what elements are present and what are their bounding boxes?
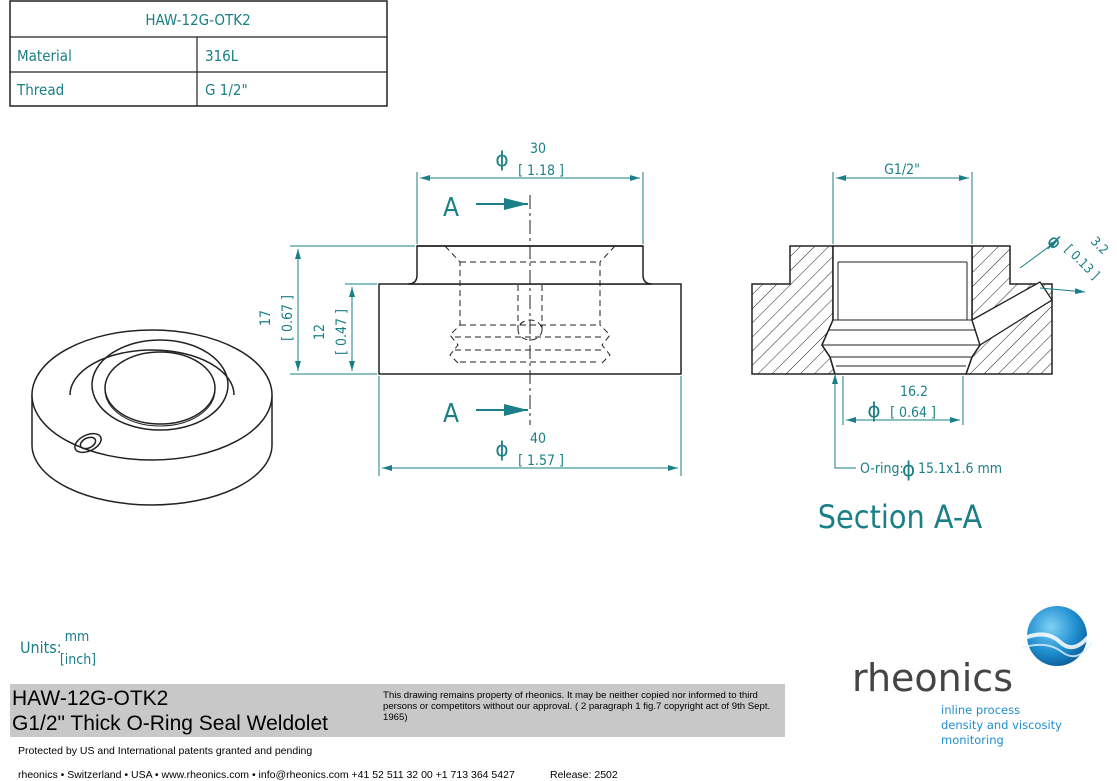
- dim-bottom-diameter-mm: 40: [530, 431, 546, 447]
- diameter-symbol-oring: ϕ: [902, 457, 915, 481]
- front-view: ϕ 30 [ 1.18 ] A A ϕ 40 [ 1.57 ] 17 [ 0.6…: [258, 141, 682, 476]
- diameter-symbol: ϕ: [495, 147, 508, 171]
- logo-tagline-3: monitoring: [941, 733, 1004, 747]
- units-legend: Units: mm [inch]: [20, 629, 96, 668]
- patents-text: Protected by US and International patent…: [18, 745, 312, 757]
- logo-tagline-2: density and viscosity: [941, 718, 1062, 732]
- diameter-symbol-inner: ϕ: [867, 398, 880, 422]
- dim-inner-diameter-in: [ 0.64 ]: [890, 405, 936, 421]
- diameter-symbol-bottom: ϕ: [495, 437, 508, 461]
- spec-table: HAW-12G-OTK2 Material 316L Thread G 1/2": [9, 0, 388, 107]
- spec-label-material: Material: [17, 47, 72, 65]
- section-marker-top: A: [443, 193, 459, 223]
- spec-table-title: HAW-12G-OTK2: [145, 11, 250, 29]
- units-primary: mm: [65, 629, 90, 645]
- spec-label-thread: Thread: [16, 81, 64, 99]
- spec-value-material: 316L: [205, 47, 239, 65]
- section-view: G1/2" ϕ 3.2 [ 0.13 ] 16.2 ϕ [ 0.64 ] O-r…: [751, 162, 1111, 536]
- dim-height-base-in: [ 0.47 ]: [334, 309, 350, 355]
- dim-height-base-mm: 12: [312, 324, 328, 340]
- dim-inner-diameter-mm: 16.2: [900, 384, 928, 400]
- dim-height-total-in: [ 0.67 ]: [280, 295, 296, 341]
- title-description: G1/2" Thick O-Ring Seal Weldolet: [12, 712, 328, 735]
- spec-value-thread: G 1/2": [205, 81, 248, 99]
- isometric-view: [31, 329, 273, 506]
- dim-top-diameter-mm: 30: [530, 141, 546, 157]
- dim-height-total-mm: 17: [258, 310, 274, 326]
- title-part-number: HAW-12G-OTK2: [12, 687, 168, 710]
- dim-top-diameter-in: [ 1.18 ]: [518, 163, 564, 179]
- globe-icon: [1027, 606, 1087, 666]
- units-label: Units:: [20, 638, 62, 657]
- oring-size: 15.1x1.6 mm: [918, 461, 1002, 477]
- units-secondary: [inch]: [60, 652, 96, 668]
- contact-text: rheonics • Switzerland • USA • www.rheon…: [18, 769, 515, 781]
- release-text: Release: 2502: [550, 769, 618, 781]
- section-marker-bottom: A: [443, 399, 459, 429]
- dim-bottom-diameter-in: [ 1.57 ]: [518, 453, 564, 469]
- dim-hole-diameter-mm: 3.2: [1087, 234, 1111, 258]
- dim-thread-label: G1/2": [884, 162, 920, 178]
- title-notice: This drawing remains property of rheonic…: [383, 690, 771, 723]
- logo-tagline-1: inline process: [941, 703, 1020, 717]
- logo-brand: rheonics: [852, 656, 1013, 700]
- section-title: Section A-A: [818, 498, 983, 536]
- oring-prefix: O-ring:: [860, 461, 904, 477]
- rheonics-logo: rheonics inline process density and visc…: [852, 606, 1094, 747]
- title-block: HAW-12G-OTK2 G1/2" Thick O-Ring Seal Wel…: [10, 684, 785, 781]
